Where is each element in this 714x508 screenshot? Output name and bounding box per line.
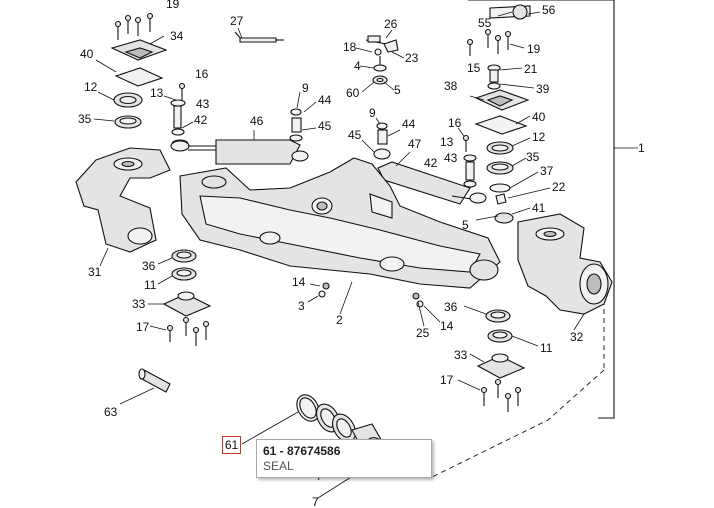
steering-cylinder-left [170, 91, 317, 165]
part-label: 15 [467, 61, 481, 75]
part-label: 25 [416, 326, 430, 340]
cable-part-27 [234, 27, 284, 43]
part-label: 45 [348, 128, 362, 142]
left-steering-knuckle [75, 147, 171, 267]
assembly-bracket [468, 0, 615, 419]
lower-left-kingpin-group [148, 249, 212, 346]
part-label: 43 [196, 97, 210, 111]
part-label: 23 [405, 51, 419, 65]
part-label: 36 [444, 300, 458, 314]
part-label: 45 [318, 119, 332, 133]
part-label: 19 [527, 42, 541, 56]
lower-right-kingpin-group [457, 305, 539, 412]
part-label: 44 [318, 93, 332, 107]
part-label: 12 [84, 80, 98, 94]
part-label: 35 [78, 112, 92, 126]
part-label: 7 [312, 495, 319, 508]
part-label: 35 [526, 150, 540, 164]
upper-left-kingpin-group [93, 12, 194, 149]
tooltip-part-description: SEAL [263, 459, 294, 473]
part-label: 21 [524, 62, 538, 76]
upper-right-kingpin-group [457, 89, 551, 224]
part-label: 27 [230, 14, 244, 28]
part-61-callout[interactable]: 61 [222, 436, 241, 454]
part-label: 46 [250, 114, 264, 128]
part-label: 9 [369, 106, 376, 120]
tooltip-part-number: 61 - 87674586 [263, 444, 341, 458]
upper-center-group [355, 29, 405, 93]
part-label: 26 [384, 17, 398, 31]
part-label: 56 [542, 3, 556, 17]
part-label: 12 [532, 130, 546, 144]
part-label: 16 [195, 67, 209, 81]
part-label: 47 [408, 137, 422, 151]
part-label: 42 [194, 113, 208, 127]
part-label: 9 [302, 81, 309, 95]
part-tooltip: 61 - 87674586 SEAL [256, 439, 432, 478]
part-label: 39 [536, 82, 550, 96]
pin-part-63 [119, 368, 171, 405]
part-label: 17 [440, 373, 454, 387]
part-label: 37 [540, 164, 554, 178]
part-label: 18 [343, 40, 357, 54]
part-label: 38 [444, 79, 458, 93]
part-label: 33 [454, 348, 468, 362]
part-label: 5 [462, 218, 469, 232]
part-label: 11 [540, 341, 553, 355]
part-label: 36 [142, 259, 156, 273]
part-label: 63 [104, 405, 118, 419]
axle-housing [179, 157, 501, 327]
right-steering-knuckle [517, 213, 613, 331]
part-label: 5 [394, 83, 401, 97]
part-label: 31 [88, 265, 102, 279]
part-label: 44 [402, 117, 416, 131]
part-label: 32 [570, 330, 584, 344]
part-label: 4 [354, 59, 361, 73]
part-label: 14 [440, 319, 454, 333]
part-label: 2 [336, 313, 343, 327]
part-label: 43 [444, 151, 458, 165]
upper-right-top-group [466, 0, 541, 90]
steering-cylinder-right [361, 117, 487, 205]
part-label: 19 [166, 0, 180, 11]
part-labels: 1 2 3 4 5 5 7 9 9 11 11 12 12 13 13 14 1… [78, 0, 645, 508]
part-label: 11 [144, 278, 157, 292]
part-label: 40 [532, 110, 546, 124]
part-label: 41 [532, 201, 546, 215]
part-label: 13 [440, 135, 454, 149]
part-label: 16 [448, 116, 462, 130]
part-label: 3 [298, 299, 305, 313]
part-label: 42 [424, 156, 438, 170]
part-label: 22 [552, 180, 566, 194]
part-label: 14 [292, 275, 306, 289]
part-label: 60 [346, 86, 360, 100]
part-label: 33 [132, 297, 146, 311]
part-label: 13 [150, 86, 164, 100]
part-label: 1 [638, 141, 645, 155]
part-label: 55 [478, 16, 492, 30]
part-label: 34 [170, 29, 184, 43]
part-label: 40 [80, 47, 94, 61]
part-label: 17 [136, 320, 150, 334]
